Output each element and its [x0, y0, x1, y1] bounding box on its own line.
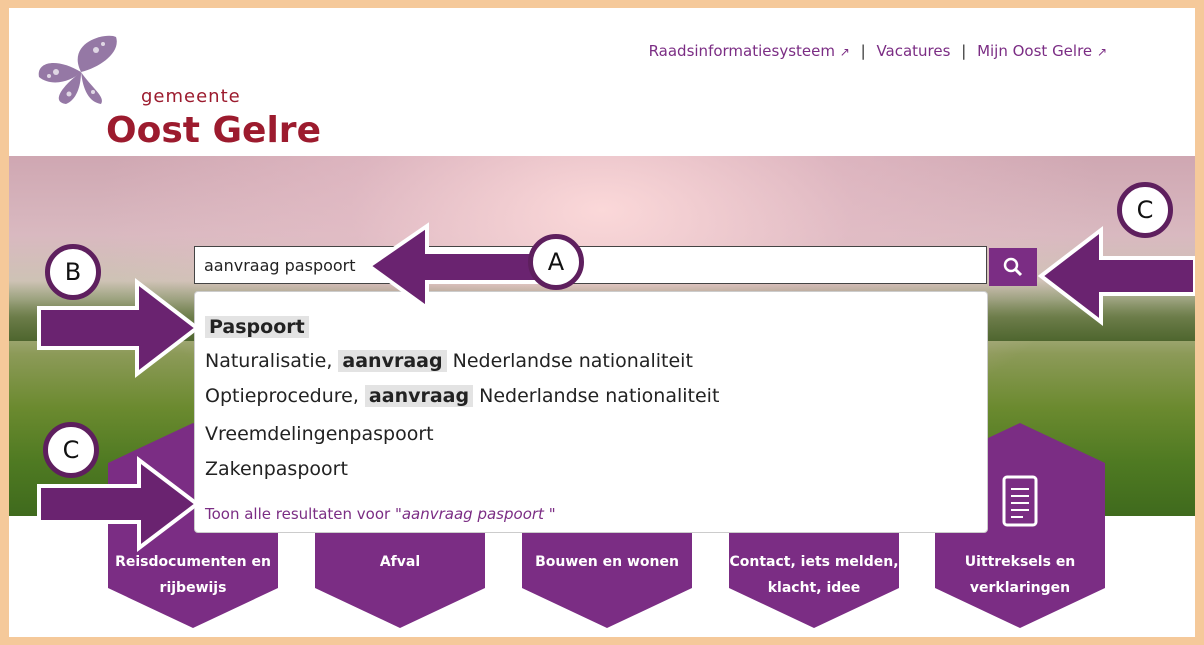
tile-label: Contact, iets melden,klacht, idee: [729, 554, 899, 596]
tile-label: Afval: [379, 554, 421, 570]
annotation-arrows: [37, 222, 1195, 553]
suggestion-item[interactable]: Optieprocedure, aanvraag Nederlandse nat…: [205, 385, 720, 407]
logo-subtitle: gemeente: [141, 86, 241, 107]
arrow-a: [365, 222, 541, 312]
link-mijn-oost-gelre[interactable]: Mijn Oost Gelre: [977, 42, 1093, 60]
page-frame: gemeente Oost Gelre Raadsinformatiesyste…: [9, 8, 1195, 637]
arrow-c-top: [1037, 225, 1195, 327]
annotation-b: B: [45, 244, 101, 300]
show-all-results-link[interactable]: Toon alle resultaten voor "aanvraag pasp…: [205, 505, 556, 523]
separator: |: [961, 42, 967, 60]
butterfly-logo-icon: [38, 35, 117, 104]
top-links: Raadsinformatiesysteem ↗ | Vacatures | M…: [649, 42, 1107, 60]
annotation-c-top: C: [1117, 182, 1173, 238]
link-vacatures[interactable]: Vacatures: [876, 42, 951, 60]
search-button[interactable]: [989, 248, 1037, 286]
annotation-a: A: [528, 234, 584, 290]
external-link-icon: ↗: [839, 45, 850, 59]
arrow-c-bottom: [37, 455, 201, 553]
annotation-c-bottom: C: [43, 422, 99, 478]
suggestion-item[interactable]: Naturalisatie, aanvraag Nederlandse nati…: [205, 350, 693, 372]
logo-title: Oost Gelre: [106, 110, 321, 151]
separator: |: [860, 42, 866, 60]
external-link-icon: ↗: [1096, 45, 1107, 59]
autocomplete-dropdown: Paspoort Naturalisatie, aanvraag Nederla…: [194, 291, 988, 533]
search-icon: [1003, 257, 1023, 277]
arrow-b: [37, 277, 201, 379]
suggestion-item[interactable]: Zakenpaspoort: [205, 458, 348, 480]
link-raadsinformatiesysteem[interactable]: Raadsinformatiesysteem: [648, 42, 835, 60]
suggestion-item[interactable]: Vreemdelingenpaspoort: [205, 423, 434, 445]
search-input[interactable]: aanvraag paspoort: [194, 246, 987, 284]
site-logo[interactable]: gemeente Oost Gelre: [31, 32, 331, 157]
suggestion-item[interactable]: Paspoort: [205, 316, 309, 338]
tile-label: Bouwen en wonen: [535, 554, 679, 570]
